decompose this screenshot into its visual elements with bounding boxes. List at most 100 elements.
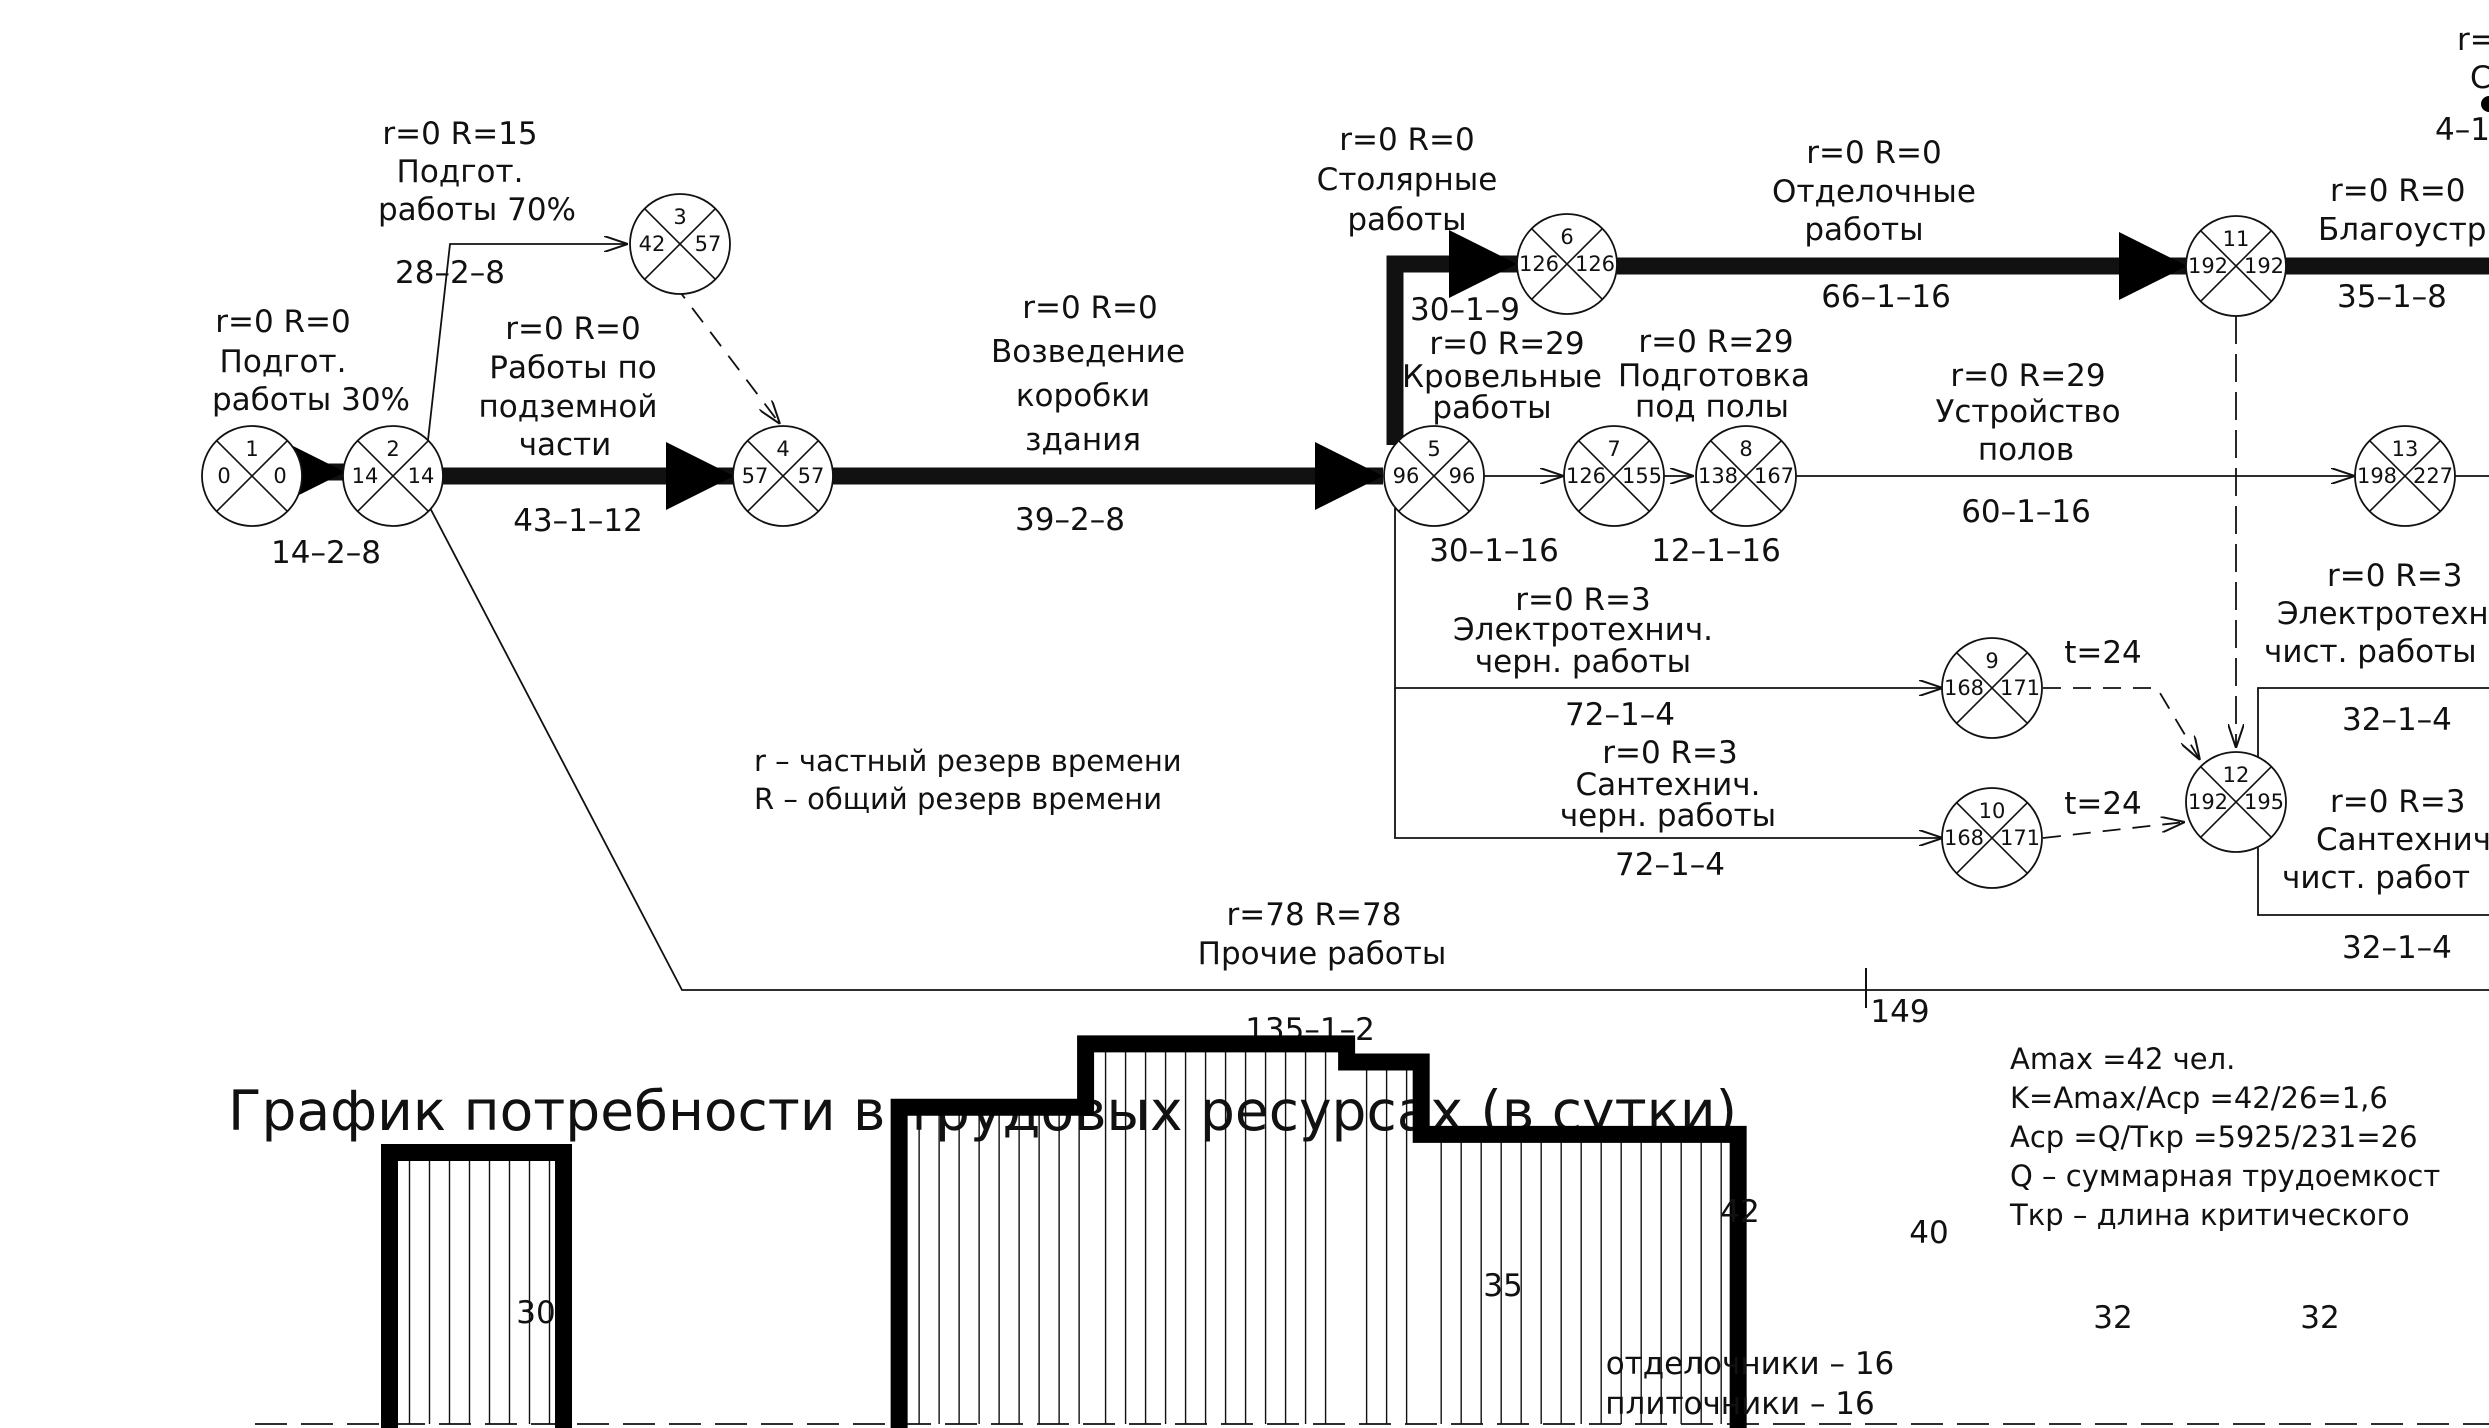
node-late-time: 192 xyxy=(2244,254,2284,278)
node-late-time: 57 xyxy=(695,232,722,256)
activity-name: работы xyxy=(1804,212,1923,248)
activity-reserve: r=0 R=15 xyxy=(382,116,537,152)
activity-name: Благоустр xyxy=(2318,212,2486,248)
node-number: 8 xyxy=(1739,437,1752,461)
legend-R: R – общий резерв времени xyxy=(754,782,1162,816)
stat-line: K=Amax/Aср =42/26=1,6 xyxy=(2010,1081,2388,1115)
activity-params: 12–1–16 xyxy=(1651,533,1781,569)
activity-name: Сантехнич. xyxy=(1576,767,1761,803)
arrow-5-6 xyxy=(1386,230,1517,445)
node-early-time: 192 xyxy=(2188,790,2228,814)
node-early-time: 126 xyxy=(1519,252,1559,276)
activity-name: Устройство xyxy=(1935,394,2120,430)
node-early-time: 168 xyxy=(1944,676,1984,700)
node-divider xyxy=(2369,440,2441,512)
activity-name: Электротехн xyxy=(2277,596,2489,632)
chart-value-label: 32 xyxy=(2300,1300,2339,1336)
chart-value-label: 35 xyxy=(1483,1268,1522,1304)
waiting-time-label: t=24 xyxy=(2064,786,2142,822)
activity-name: Прочие работы xyxy=(1198,936,1447,972)
node-early-time: 42 xyxy=(639,232,666,256)
activity-reserve: r=0 R=0 xyxy=(1806,135,1942,171)
node-number: 12 xyxy=(2223,763,2250,787)
node-divider xyxy=(1956,652,2028,724)
arrow-2-other xyxy=(427,503,2489,991)
activity-name: Возведение xyxy=(991,334,1185,370)
activity-reserve: r=0 R=0 xyxy=(2330,173,2466,209)
node-divider xyxy=(1710,440,1782,512)
activity-reserve: r=0 R=0 xyxy=(1022,290,1158,326)
topright-text: r= xyxy=(2457,22,2489,58)
node-number: 1 xyxy=(245,437,258,461)
node-divider xyxy=(216,440,288,512)
node-divider xyxy=(644,208,716,280)
activity-name: Сантехнич. xyxy=(2316,822,2489,858)
node-divider xyxy=(357,440,429,512)
node-late-time: 0 xyxy=(273,464,286,488)
node-number: 3 xyxy=(673,205,686,229)
chart-annotation: плиточники – 16 xyxy=(1605,1386,1875,1422)
node-late-time: 155 xyxy=(1622,464,1662,488)
node-late-time: 57 xyxy=(798,464,825,488)
activity-name: Отделочные xyxy=(1772,174,1976,210)
activity-name: части xyxy=(519,427,612,463)
chart-value-label: 40 xyxy=(1909,1215,1948,1251)
node-divider xyxy=(2200,766,2272,838)
arrow-10-12-dashed xyxy=(2042,822,2185,839)
activity-name: Подготовка xyxy=(1618,358,1810,394)
stat-line: Tкр – длина критического xyxy=(2009,1198,2410,1232)
legend-r: r – частный резерв времени xyxy=(754,744,1182,778)
activity-name: Кровельные xyxy=(1402,359,1602,395)
stat-line: Amax =42 чел. xyxy=(2010,1042,2235,1076)
event-node-10: 10 168 171 xyxy=(1941,787,2043,889)
activity-reserve: r=0 R=29 xyxy=(1950,358,2105,394)
activity-name: работы 70% xyxy=(378,192,576,228)
activity-params: 28–2–8 xyxy=(395,255,505,291)
node-number: 11 xyxy=(2223,227,2250,251)
activity-params: 35–1–8 xyxy=(2337,279,2447,315)
chart-step-bar xyxy=(381,1144,573,1428)
activity-reserve: r=0 R=3 xyxy=(2330,784,2466,820)
activity-name: черн. работы xyxy=(1560,798,1776,834)
time-mark-label: 149 xyxy=(1870,994,1929,1030)
stat-line: Q – суммарная трудоемкост xyxy=(2010,1159,2440,1193)
node-late-time: 227 xyxy=(2413,464,2453,488)
node-late-time: 195 xyxy=(2244,790,2284,814)
activity-reserve: r=0 R=0 xyxy=(215,304,351,340)
activity-name: коробки xyxy=(1016,378,1150,414)
topright-text: С xyxy=(2470,60,2489,96)
node-number: 7 xyxy=(1607,437,1620,461)
node-early-time: 138 xyxy=(1698,464,1738,488)
activity-reserve: r=0 R=3 xyxy=(2327,558,2463,594)
activity-name: Подгот. xyxy=(220,344,347,380)
activity-params: 14–2–8 xyxy=(271,535,381,571)
arrow-9-12-dashed xyxy=(2043,687,2200,760)
activity-name: Электротехнич. xyxy=(1453,612,1713,648)
node-late-time: 171 xyxy=(2000,826,2040,850)
chart-value-label: 32 xyxy=(2093,1300,2132,1336)
activity-name: подземной xyxy=(479,389,658,425)
node-late-time: 126 xyxy=(1575,252,1615,276)
node-divider xyxy=(1956,802,2028,874)
topright-dot xyxy=(2481,96,2489,112)
chart-annotation: отделочники – 16 xyxy=(1606,1346,1895,1382)
node-number: 6 xyxy=(1560,225,1573,249)
node-early-time: 198 xyxy=(2357,464,2397,488)
activity-name: работы xyxy=(1347,202,1466,238)
node-early-time: 168 xyxy=(1944,826,1984,850)
activity-reserve: r=0 R=29 xyxy=(1638,324,1793,360)
activity-reserve: r=78 R=78 xyxy=(1227,897,1402,933)
node-number: 10 xyxy=(1979,799,2006,823)
activity-params: 30–1–16 xyxy=(1429,533,1559,569)
activity-reserve: r=0 R=29 xyxy=(1429,326,1584,362)
arrow-12-sant-out xyxy=(2257,820,2489,916)
activity-name: работы 30% xyxy=(212,382,410,418)
node-late-time: 171 xyxy=(2000,676,2040,700)
